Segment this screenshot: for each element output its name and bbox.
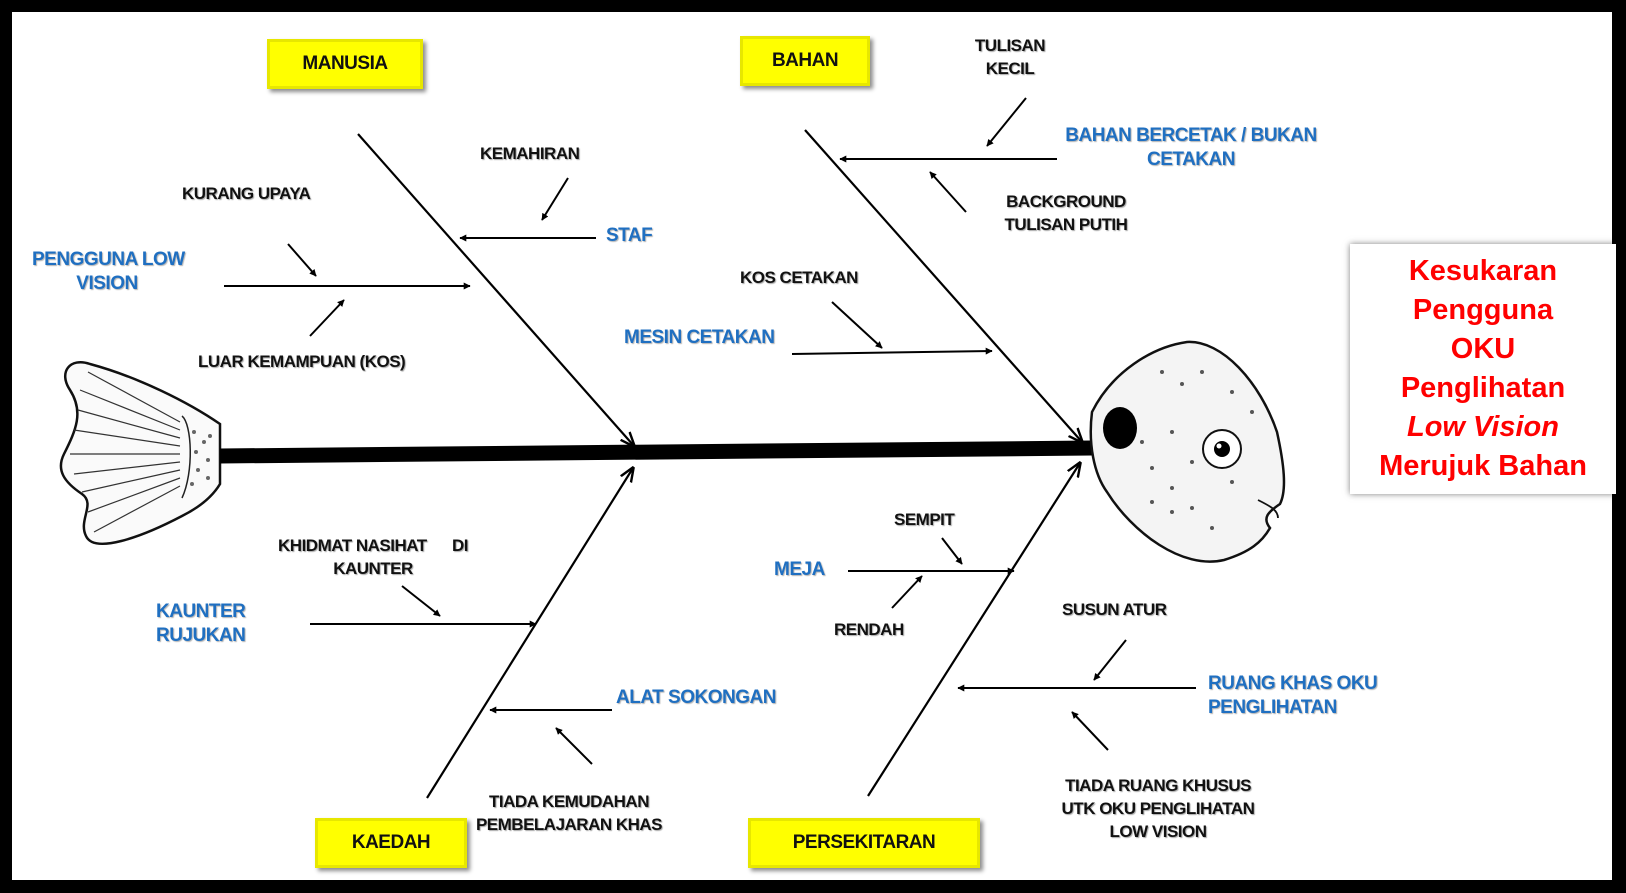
note-kos-cetakan: KOS CETAKAN bbox=[740, 268, 858, 287]
fishbone-lines bbox=[59, 97, 1286, 799]
arrow-tiada-kemudahan bbox=[555, 727, 593, 765]
spine bbox=[219, 440, 1093, 464]
arrow-susun-atur bbox=[1093, 639, 1127, 681]
bone-persekitaran bbox=[867, 463, 1080, 797]
arrow-kos-cetakan bbox=[831, 301, 883, 349]
problem-line1: Kesukaran bbox=[1408, 255, 1558, 287]
bone-bahan bbox=[804, 129, 1082, 442]
note-tiada-ruang-line3: LOW VISION bbox=[1109, 822, 1208, 841]
arrow-kurang-upaya bbox=[287, 243, 317, 277]
note-tiada-ruang: TIADA RUANG KHUSUS UTK OKU PENGLIHATAN L… bbox=[1052, 774, 1264, 843]
note-tulisan-kecil-line1: TULISAN bbox=[974, 36, 1046, 55]
cause-alat: ALAT SOKONGAN bbox=[616, 687, 776, 708]
fishbone-diagram: MANUSIA BAHAN KAEDAH PERSEKITARAN PENGGU… bbox=[12, 12, 1616, 880]
note-tulisan-kecil-line2: KECIL bbox=[985, 59, 1035, 78]
arrow-background bbox=[929, 171, 967, 213]
category-manusia: MANUSIA bbox=[267, 39, 423, 89]
note-susun-atur: SUSUN ATUR bbox=[1062, 600, 1167, 619]
cause-ruang-line2: PENGLIHATAN bbox=[1208, 697, 1337, 718]
arrow-tiada-ruang bbox=[1071, 711, 1109, 751]
cause-mesin: MESIN CETAKAN bbox=[624, 327, 775, 348]
problem-statement: Kesukaran Pengguna OKU Penglihatan Low V… bbox=[1350, 244, 1616, 494]
cause-ruang-line1: RUANG KHAS OKU bbox=[1208, 673, 1378, 694]
note-background-line1: BACKGROUND bbox=[1006, 192, 1126, 211]
note-tiada-kemudahan: TIADA KEMUDAHAN PEMBELAJARAN KHAS bbox=[472, 790, 666, 836]
cause-ruang: RUANG KHAS OKU PENGLIHATAN bbox=[1208, 672, 1378, 720]
cause-pengguna: PENGGUNA LOW VISION bbox=[32, 248, 185, 296]
note-rendah: RENDAH bbox=[834, 620, 904, 639]
cause-bahan-bercetak-line2: CETAKAN bbox=[1147, 149, 1235, 170]
category-persekitaran: PERSEKITARAN bbox=[748, 818, 980, 868]
note-khidmat-line2: KAUNTER bbox=[333, 559, 413, 578]
cause-kaunter: KAUNTER RUJUKAN bbox=[156, 600, 246, 648]
arrow-mesin bbox=[791, 347, 993, 355]
arrow-rendah bbox=[891, 575, 923, 609]
arrow-kemahiran bbox=[541, 177, 569, 221]
bone-manusia bbox=[357, 133, 634, 446]
problem-line5: Low Vision bbox=[1407, 411, 1559, 443]
cause-kaunter-line1: KAUNTER bbox=[156, 601, 246, 622]
note-tiada-ruang-line2: UTK OKU PENGLIHATAN bbox=[1061, 799, 1255, 818]
note-kemahiran: KEMAHIRAN bbox=[480, 144, 580, 163]
fish-head bbox=[1089, 340, 1286, 563]
note-kurang-upaya: KURANG UPAYA bbox=[182, 184, 311, 203]
note-luar-kemampuan: LUAR KEMAMPUAN (KOS) bbox=[198, 352, 406, 371]
problem-line3: OKU bbox=[1450, 333, 1516, 365]
arrow-sempit bbox=[941, 537, 963, 565]
cause-bahan-bercetak: BAHAN BERCETAK / BUKAN CETAKAN bbox=[1054, 124, 1328, 172]
arrow-luar-kemampuan bbox=[309, 299, 345, 337]
cause-staf: STAF bbox=[606, 225, 653, 246]
category-kaedah: KAEDAH bbox=[315, 818, 467, 868]
arrow-khidmat bbox=[401, 585, 441, 617]
note-background: BACKGROUND TULISAN PUTIH bbox=[994, 190, 1138, 236]
bone-kaedah bbox=[426, 468, 633, 799]
cause-bahan-bercetak-line1: BAHAN BERCETAK / BUKAN bbox=[1065, 125, 1317, 146]
note-tiada-kemudahan-line2: PEMBELAJARAN KHAS bbox=[475, 815, 663, 834]
cause-kaunter-line2: RUJUKAN bbox=[156, 625, 246, 646]
note-tiada-kemudahan-line1: TIADA KEMUDAHAN bbox=[489, 792, 649, 811]
cause-pengguna-line1: PENGGUNA LOW bbox=[32, 249, 185, 270]
note-khidmat-line1: KHIDMAT NASIHAT DI bbox=[278, 536, 468, 555]
fish-tail bbox=[59, 361, 222, 545]
cause-pengguna-line2: VISION bbox=[76, 273, 138, 294]
problem-line2: Pengguna bbox=[1412, 294, 1554, 326]
note-tulisan-kecil: TULISAN KECIL bbox=[962, 34, 1058, 80]
note-tiada-ruang-line1: TIADA RUANG KHUSUS bbox=[1065, 776, 1251, 795]
cause-meja: MEJA bbox=[774, 559, 825, 580]
arrow-tulisan-kecil bbox=[986, 97, 1027, 147]
note-sempit: SEMPIT bbox=[894, 510, 955, 529]
note-khidmat: KHIDMAT NASIHAT DI KAUNTER bbox=[252, 534, 494, 580]
problem-line6: Merujuk Bahan bbox=[1379, 450, 1587, 482]
note-background-line2: TULISAN PUTIH bbox=[1004, 215, 1128, 234]
category-bahan: BAHAN bbox=[740, 36, 870, 86]
problem-line4: Penglihatan bbox=[1400, 372, 1566, 404]
